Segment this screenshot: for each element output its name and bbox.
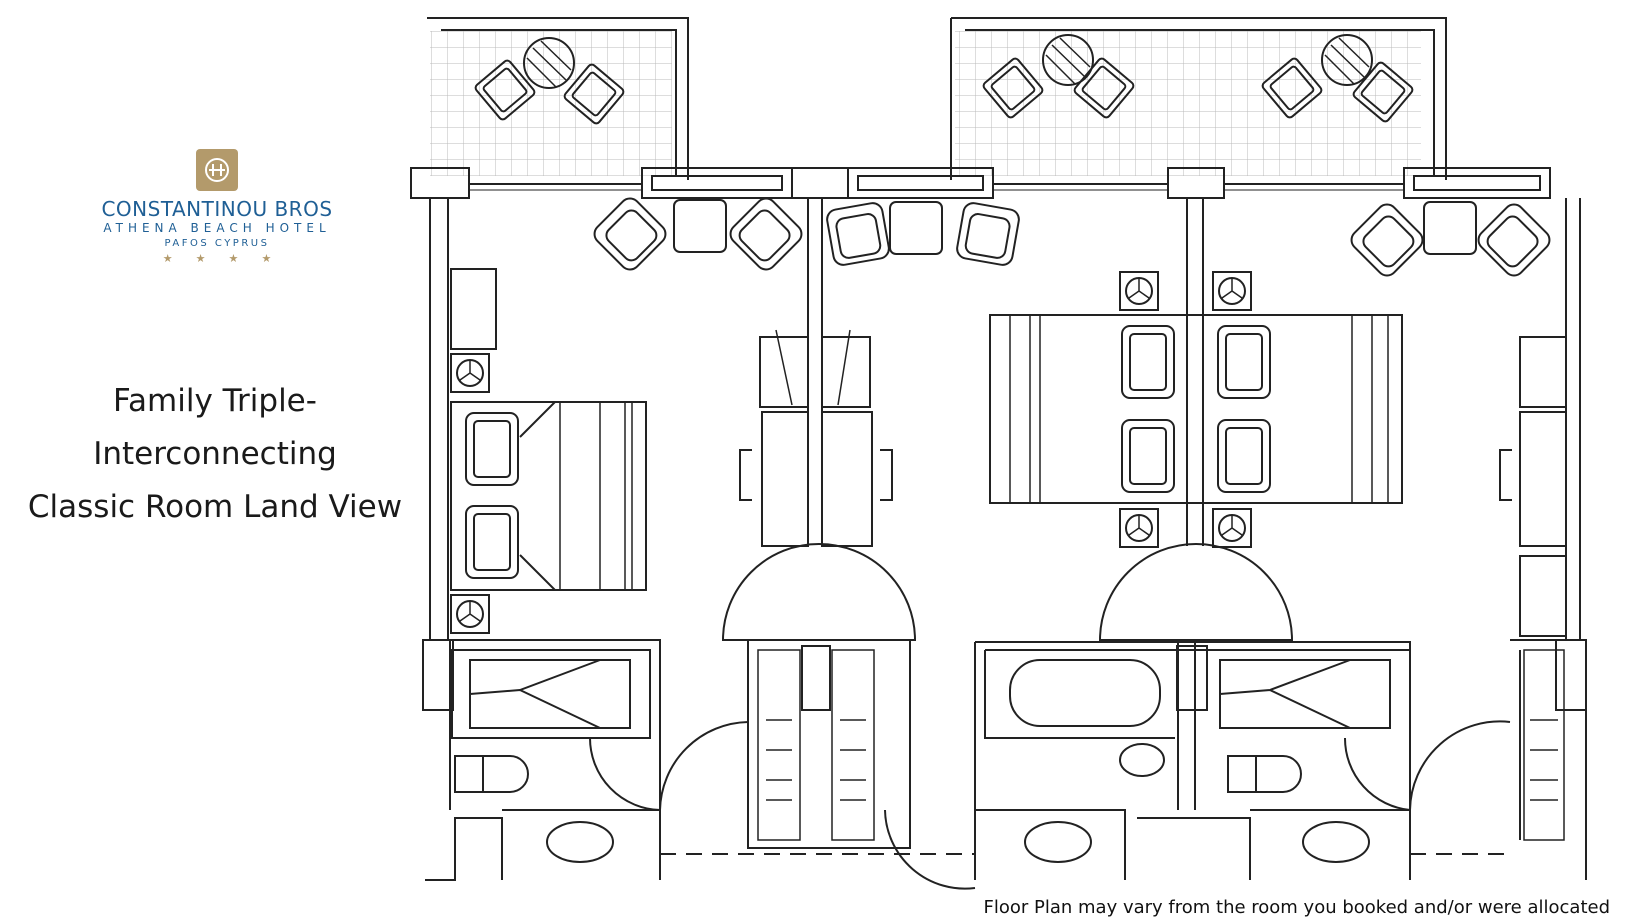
room-title-line-1: Family Triple- bbox=[113, 383, 317, 419]
balcony-left bbox=[427, 17, 689, 180]
door-swings bbox=[589, 543, 1511, 890]
bed-left bbox=[450, 268, 647, 634]
bathrooms bbox=[454, 659, 1391, 863]
desks-center bbox=[739, 329, 893, 547]
walls bbox=[422, 198, 1587, 881]
room-title-line-3: Classic Room Land View bbox=[27, 489, 403, 525]
room-title-line-2: Interconnecting bbox=[93, 436, 337, 472]
desk-right bbox=[1499, 336, 1567, 637]
floor-plan-disclaimer: Floor Plan may vary from the room you bo… bbox=[983, 897, 1610, 918]
logo-location: PAFOS CYPRUS bbox=[164, 238, 270, 249]
logo-stars: ★ ★ ★ ★ bbox=[162, 253, 282, 265]
room-title: Family Triple- Interconnecting Classic R… bbox=[20, 375, 410, 534]
window-wall bbox=[410, 167, 1551, 199]
logo-hotel-name: ATHENA BEACH HOTEL bbox=[103, 221, 331, 235]
bed-middle bbox=[989, 271, 1403, 548]
seating-area bbox=[589, 193, 1555, 281]
hotel-logo: CONSTANTINOU BROS ATHENA BEACH HOTEL PAF… bbox=[72, 148, 362, 266]
logo-brand-name: CONSTANTINOU BROS bbox=[101, 197, 333, 221]
wardrobes bbox=[757, 649, 1565, 841]
hotel-monogram-icon bbox=[196, 149, 238, 191]
balcony-middle-right bbox=[950, 17, 1447, 180]
